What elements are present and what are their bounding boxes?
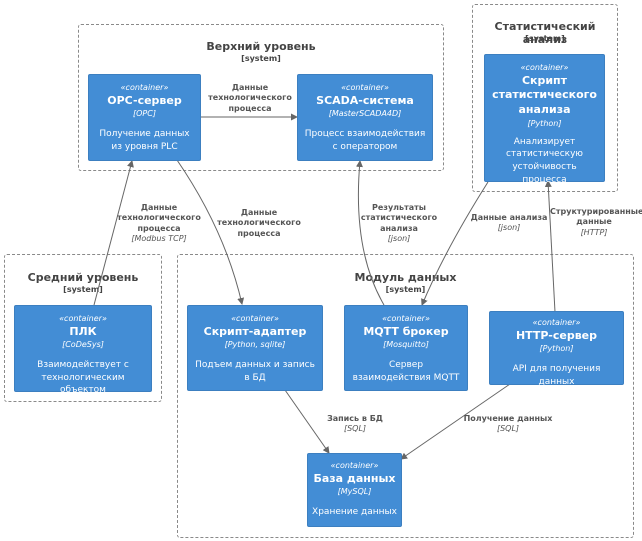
node-desc: Процесс взаимодействия с оператором [304, 129, 426, 152]
node-script-adapter[interactable]: «container» Скрипт-адаптер [Python, sqli… [187, 305, 323, 391]
node-name: SCADA-система [316, 94, 414, 107]
node-stereotype: «container» [59, 314, 107, 323]
node-database[interactable]: «container» База данных [MySQL] Хранение… [307, 453, 402, 527]
edge-stat-mqtt [421, 181, 489, 306]
boundary-type: [system] [63, 285, 103, 294]
node-desc: Сервер взаимодействия MQTT [352, 360, 460, 383]
node-tech: [OPC] [133, 109, 156, 118]
boundary-title: Модуль данных [354, 271, 457, 284]
node-desc: Получение данных из уровня PLC [99, 129, 190, 152]
edge-mqtt-scada [355, 160, 385, 306]
node-stereotype: «container» [532, 318, 581, 327]
boundary-type: [system] [241, 54, 281, 63]
node-name: MQTT брокер [363, 325, 449, 338]
node-name: Скрипт-адаптер [203, 325, 307, 338]
boundary-title: Статистический анализ [494, 20, 596, 46]
node-tech: [Python, sqlite] [224, 340, 286, 349]
node-stereotype: «container» [341, 83, 389, 92]
node-desc: API для получения данных [512, 364, 601, 387]
edge-label-adapter-db: Запись в БД [SQL] [327, 414, 383, 434]
node-name: OPC-сервер [107, 94, 182, 107]
node-plc[interactable]: «container» ПЛК [CoDeSys] Взаимодействуе… [14, 305, 152, 395]
node-tech: [Python] [539, 344, 574, 353]
edge-label-plc-opc: Данные технологического процесса [Modbus… [117, 203, 201, 244]
node-tech: [MySQL] [337, 487, 372, 496]
node-desc: Подъем данных и запись в БД [195, 360, 315, 383]
edge-label-opc-scada: Данные технологического процесса [208, 83, 292, 113]
node-http-server[interactable]: «container» HTTP-сервер [Python] API для… [489, 311, 624, 387]
edge-label-stat-mqtt: Данные анализа [json] [470, 213, 548, 233]
edge-http-stat [544, 180, 556, 313]
boundary-type: [system] [525, 34, 565, 43]
node-desc: Хранение данных [312, 507, 397, 517]
node-opc-server[interactable]: «container» OPC-сервер [OPC] Получение д… [88, 74, 201, 161]
node-stereotype: «container» [120, 83, 169, 92]
boundary-title: Верхний уровень [206, 40, 316, 53]
edge-label-mqtt-scada: Результаты статистического анализа [json… [360, 203, 438, 244]
node-stereotype: «container» [231, 314, 279, 323]
node-stat-script[interactable]: «container» Скрипт статистического анали… [484, 54, 605, 185]
boundary-title: Средний уровень [27, 271, 139, 284]
edge-opc-adapter [176, 159, 245, 305]
node-name: HTTP-сервер [515, 329, 598, 342]
node-stereotype: «container» [520, 63, 569, 72]
node-name: ПЛК [69, 325, 97, 338]
node-stereotype: «container» [330, 461, 379, 470]
node-tech: [Mosquitto] [383, 340, 429, 349]
boundary-data-module: Модуль данных [system] [177, 254, 634, 538]
node-stereotype: «container» [382, 314, 430, 323]
edge-label-http-db: Получение данных [SQL] [463, 414, 553, 434]
edge-label-opc-adapter: Данные технологического процесса [217, 208, 301, 238]
node-desc: Взаимодействует с технологическим объект… [37, 360, 129, 396]
node-tech: [CoDeSys] [62, 340, 104, 349]
node-scada-system[interactable]: «container» SCADA-система [MasterSCADA4D… [297, 74, 433, 161]
edge-plc-opc [93, 160, 134, 306]
edge-adapter-db [284, 389, 330, 454]
edge-label-http-stat: Структурированные данные [HTTP] [550, 207, 642, 237]
boundary-type: [system] [385, 285, 426, 294]
node-mqtt-broker[interactable]: «container» MQTT брокер [Mosquitto] Серв… [344, 305, 468, 391]
boundary-top-level: Верхний уровень [system] [78, 24, 444, 171]
node-name: База данных [313, 472, 396, 485]
node-tech: [MasterSCADA4D] [328, 109, 402, 118]
boundary-stat-analysis: Статистический анализ [system] [472, 4, 618, 192]
node-desc: Анализирует статистическую устойчивость … [506, 136, 583, 185]
boundary-mid-level: Средний уровень [system] [4, 254, 162, 402]
edge-http-db [400, 383, 511, 460]
node-name: Скрипт статистического анализа [492, 74, 597, 116]
node-tech: [Python] [527, 118, 562, 128]
